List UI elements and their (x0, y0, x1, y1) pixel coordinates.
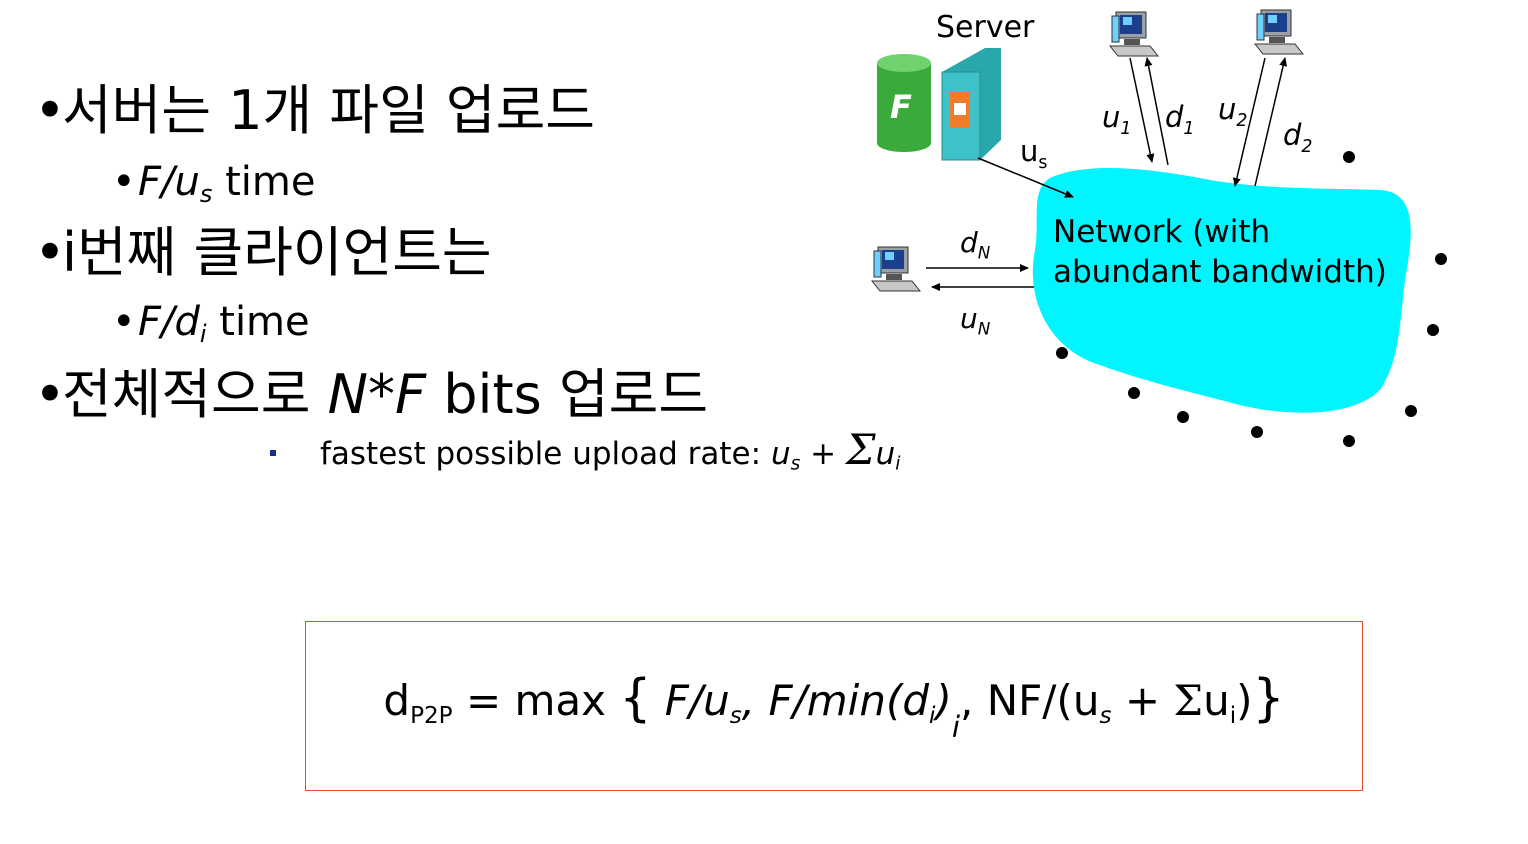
label-d1: d1 (1165, 100, 1195, 139)
bullet-text: i번째 클라이언트는 (62, 221, 492, 284)
label-dN: dN (960, 226, 991, 263)
rate-ui: u (875, 436, 896, 472)
sub-bullet-fastest-rate: fastest possible upload rate: us + Σui (270, 429, 901, 485)
peer-dot (1251, 426, 1263, 438)
formula-sub: i (199, 320, 207, 349)
bullet-server-upload: •서버는 1개 파일 업로드 (34, 79, 595, 142)
diagram-svg (871, 9, 1447, 447)
sub-bullet-client-time: •F/di time (112, 299, 310, 349)
square-bullet-icon (270, 449, 276, 456)
computer-peer-2-icon (1254, 9, 1304, 55)
bullet-client: •i번째 클라이언트는 (34, 221, 492, 284)
p2p-distribution-time-formula: dP2P = max { F/us, F/min(di)i, NF/(us + … (383, 667, 1285, 745)
peer-dot (1128, 387, 1140, 399)
network-label-line1: Network (with (1053, 214, 1271, 250)
computer-peer-n-icon (871, 246, 921, 292)
label-u1: u1 (1102, 100, 1132, 139)
rate-label: fastest possible upload rate: (320, 436, 771, 472)
peer-dot (1427, 324, 1439, 336)
bullet-tail: time (206, 299, 310, 345)
computer-peer-1-icon (1109, 11, 1159, 57)
rate-u: u (770, 436, 791, 472)
arrow-d2 (1232, 57, 1266, 187)
bullet-total-upload: •전체적으로 N*F bits 업로드 (34, 363, 709, 426)
rate-ui-sub: i (895, 453, 901, 475)
server-icon (941, 48, 1001, 161)
sub-bullet-server-time: •F/us time (112, 159, 316, 209)
peer-dot (1343, 151, 1355, 163)
peer-dot (1405, 405, 1417, 417)
formula-sub: s (199, 180, 213, 209)
bullet-text: 서버는 1개 파일 업로드 (62, 79, 595, 142)
arrow-us (977, 157, 1074, 198)
peer-dot (1056, 347, 1068, 359)
arrow-d1 (1144, 57, 1169, 166)
label-d2: d2 (1283, 118, 1313, 157)
label-uN: uN (960, 302, 991, 339)
peer-dot (1343, 435, 1355, 447)
formula-var: N*F (327, 363, 427, 426)
network-label-line2: abundant bandwidth) (1053, 254, 1387, 290)
label-u2: u2 (1218, 92, 1248, 131)
formula-box: dP2P = max { F/us, F/min(di)i, NF/(us + … (305, 621, 1363, 791)
formula-var: F/u (138, 159, 200, 205)
sigma-symbol: Σ (845, 425, 876, 474)
bullet-tail: bits 업로드 (426, 363, 709, 426)
bullet-tail: time (212, 159, 316, 205)
arrow-u1 (1129, 57, 1155, 163)
file-cylinder-icon (877, 54, 931, 152)
rate-plus: + (800, 436, 846, 472)
bullet-pre: 전체적으로 (62, 363, 328, 426)
arrow-u2 (1254, 57, 1288, 187)
peer-dot (1177, 411, 1189, 423)
label-us: us (1020, 134, 1048, 173)
peer-dot (1435, 253, 1447, 265)
server-label: Server (936, 10, 1035, 45)
network-cloud (1032, 168, 1411, 413)
rate-us: s (790, 453, 801, 475)
file-label: F (890, 88, 912, 126)
formula-var: F/d (138, 299, 200, 345)
p2p-network-diagram: Server F Network (with abundant bandwidt… (860, 0, 1528, 470)
